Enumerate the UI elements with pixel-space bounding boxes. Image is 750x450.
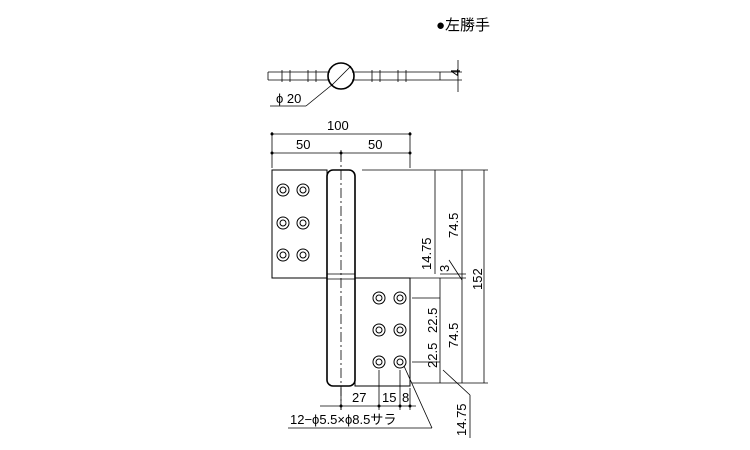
dim-14-75-lower: 14.75	[454, 403, 469, 436]
front-view	[271, 152, 411, 410]
dim-22-5-lower: 22.5	[425, 343, 440, 368]
title-label: ●左勝手	[436, 17, 490, 34]
top-view: 4 ϕ 20	[267, 60, 463, 107]
dim-8: 8	[402, 390, 409, 405]
dim-14-75-upper: 14.75	[419, 237, 434, 270]
hole-spec-label: 12−ϕ5.5×ϕ8.5サラ	[290, 412, 396, 427]
thickness-label: 4	[448, 69, 463, 76]
dim-74-5-upper: 74.5	[446, 213, 461, 238]
diameter-label: ϕ 20	[276, 91, 301, 106]
dim-right-leaf-width: 50	[368, 137, 382, 152]
dim-27: 27	[352, 390, 366, 405]
dim-22-5-upper: 22.5	[425, 308, 440, 333]
right-leaf-holes	[372, 291, 407, 369]
left-leaf-holes	[276, 183, 310, 262]
dim-total-width: 100	[327, 118, 349, 133]
right-dimensions: 14.75 74.5 3 152 22.5 74.5 22.5 14.75	[362, 169, 488, 438]
dim-3: 3	[437, 265, 452, 272]
dim-152: 152	[470, 268, 485, 290]
dim-left-leaf-width: 50	[296, 137, 310, 152]
top-dimensions: 100 50 50	[270, 118, 412, 168]
dim-74-5-lower: 74.5	[446, 323, 461, 348]
dim-15: 15	[382, 390, 396, 405]
bottom-dimensions: 27 15 8 12−ϕ5.5×ϕ8.5サラ	[288, 365, 433, 429]
